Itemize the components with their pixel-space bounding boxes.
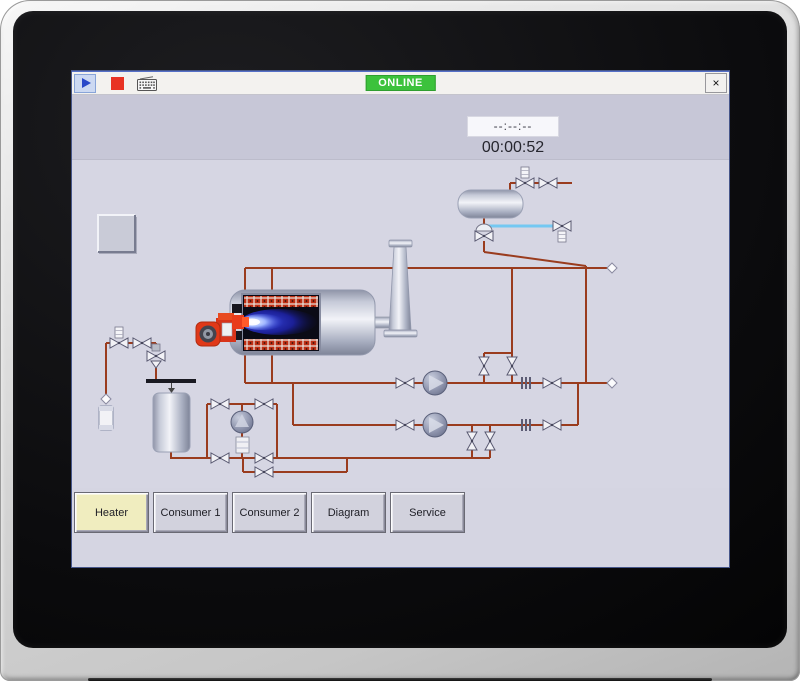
valve <box>395 419 415 431</box>
valve <box>254 398 274 410</box>
device-stand <box>88 678 712 681</box>
nav-button-diagram[interactable]: Diagram <box>311 492 386 533</box>
nav-button-service[interactable]: Service <box>390 492 465 533</box>
valve <box>210 452 230 464</box>
flex-connector <box>521 419 531 431</box>
inlet-filter <box>98 393 114 431</box>
nav-button-heater[interactable]: Heater <box>74 492 149 533</box>
vertical-valves <box>466 356 518 451</box>
valve <box>395 377 415 389</box>
valve <box>254 452 274 464</box>
control-valve <box>474 223 494 242</box>
expansion-tank <box>457 189 524 219</box>
nav-bar: Heater Consumer 1 Consumer 2 Diagram Ser… <box>72 488 729 567</box>
valve <box>210 398 230 410</box>
valve <box>552 220 572 232</box>
process-diagram <box>72 160 729 488</box>
buffer-tank <box>146 379 196 453</box>
valve-actuator <box>520 166 530 179</box>
nav-button-consumer-2[interactable]: Consumer 2 <box>232 492 307 533</box>
flow-arrow <box>606 262 618 274</box>
online-status-badge: ONLINE <box>365 75 436 91</box>
elapsed-time: 00:00:52 <box>481 139 545 156</box>
three-way-valve <box>146 343 166 369</box>
valve <box>538 177 558 189</box>
valve <box>109 337 129 349</box>
valve-actuator <box>557 230 567 243</box>
pump-filter <box>235 436 250 454</box>
stop-icon[interactable] <box>111 76 124 90</box>
valve <box>466 431 478 451</box>
valve-actuator <box>114 326 124 339</box>
time-display: --:--:-- <box>467 116 559 137</box>
valve <box>542 419 562 431</box>
indicator-button[interactable] <box>97 214 137 254</box>
valve <box>478 356 490 376</box>
toolbar: ONLINE × <box>72 71 729 95</box>
circulation-pump-1 <box>422 370 448 396</box>
flex-connector <box>521 377 531 389</box>
boiler <box>229 289 376 356</box>
circulation-pump-2 <box>422 412 448 438</box>
header-strip: --:--:-- 00:00:52 <box>72 95 729 160</box>
close-button[interactable]: × <box>705 73 727 93</box>
flow-arrow <box>606 377 618 389</box>
hmi-screen: ONLINE × --:--:-- 00:00:52 <box>72 71 729 567</box>
keyboard-icon[interactable] <box>137 75 157 91</box>
valve <box>542 377 562 389</box>
chimney <box>374 239 418 338</box>
nav-button-consumer-1[interactable]: Consumer 1 <box>153 492 228 533</box>
flow-arrow <box>100 393 112 405</box>
valve <box>132 337 152 349</box>
burner <box>195 304 249 347</box>
play-button[interactable] <box>74 73 96 93</box>
valve <box>515 177 535 189</box>
valve <box>506 356 518 376</box>
valve <box>254 466 274 478</box>
loop-pump <box>230 410 254 434</box>
valve <box>484 431 496 451</box>
play-icon <box>81 78 91 88</box>
